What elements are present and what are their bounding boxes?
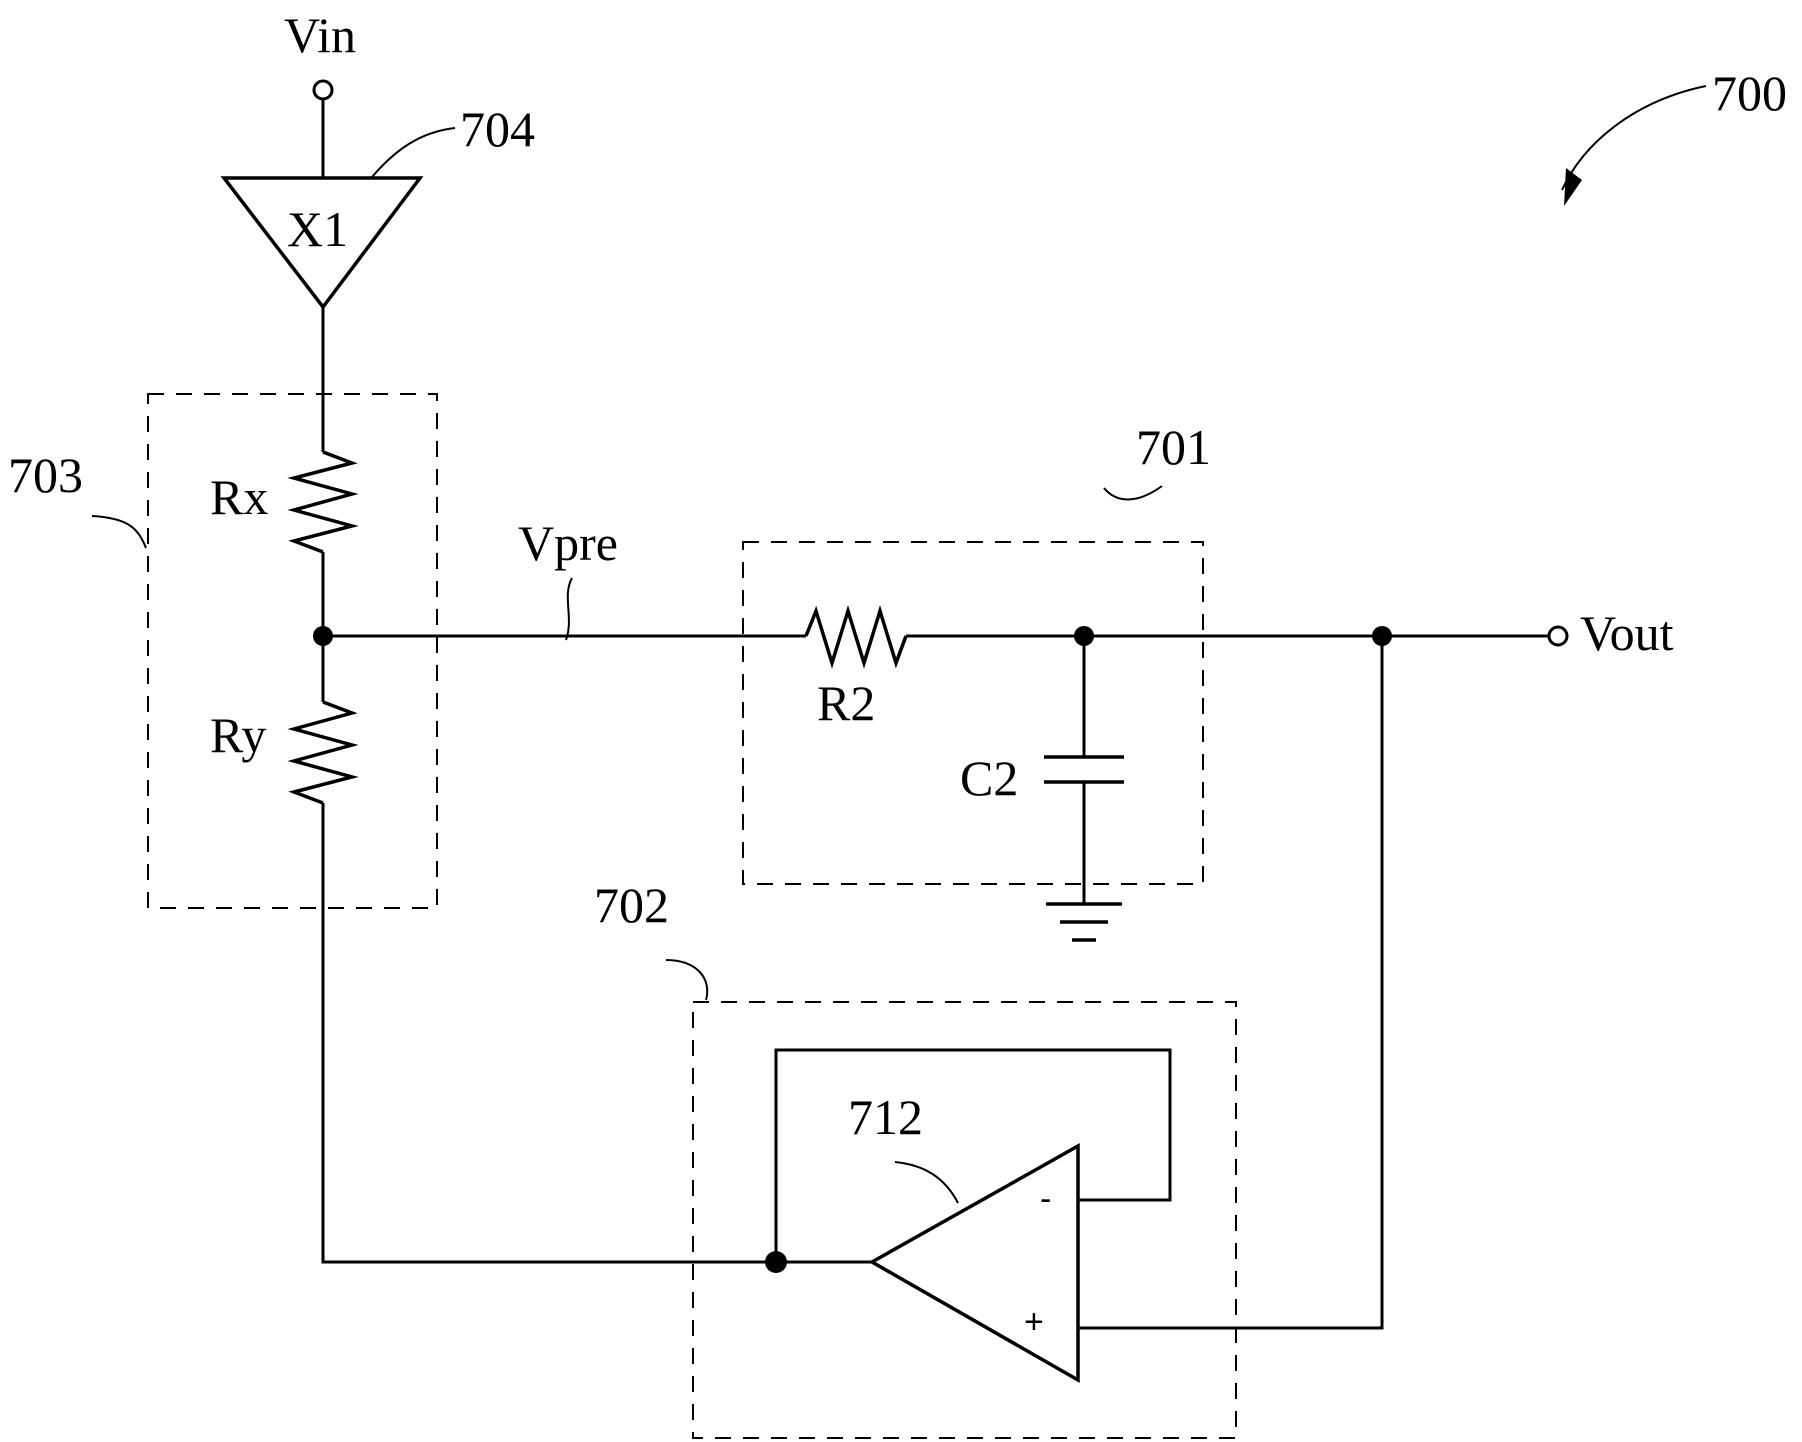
- divider-ref-number: 703: [8, 447, 83, 503]
- vin-label: Vin: [284, 7, 356, 63]
- vin-terminal: [314, 81, 332, 99]
- ry-to-follower-wire: [323, 803, 776, 1262]
- resistor-rx-label: Rx: [210, 469, 268, 525]
- filter-ref-leader: [1104, 486, 1162, 499]
- divider-ref-leader: [92, 516, 146, 548]
- resistor-ry: [294, 702, 352, 803]
- divider-enclosure: [148, 394, 437, 908]
- resistor-rx: [294, 452, 352, 552]
- resistor-r2-label: R2: [817, 675, 875, 731]
- follower-ref-number: 702: [594, 877, 669, 933]
- figure-ref-arrowhead: [1564, 168, 1582, 206]
- vpre-leader: [566, 578, 572, 640]
- buffer-x1-label: X1: [287, 201, 348, 257]
- follower-node: [765, 1251, 787, 1273]
- follower-ref-leader: [666, 960, 707, 1000]
- follower-enclosure: [693, 1002, 1236, 1438]
- vout-feedback-wire: [1078, 636, 1382, 1328]
- figure-ref-number: 700: [1712, 65, 1787, 121]
- buffer-ref-number: 704: [460, 101, 535, 157]
- figure-ref-arrow-shaft: [1562, 86, 1706, 190]
- filter-enclosure: [743, 542, 1203, 884]
- opamp-ref-leader: [895, 1162, 958, 1203]
- opamp-feedback-loop: [776, 1050, 1170, 1262]
- resistor-ry-label: Ry: [210, 707, 266, 763]
- vout-label: Vout: [1580, 605, 1674, 661]
- buffer-ref-leader: [372, 128, 455, 177]
- vout-terminal: [1549, 627, 1567, 645]
- opamp-ref-number: 712: [848, 1089, 923, 1145]
- opamp-minus-sign: -: [1040, 1180, 1051, 1218]
- opamp-plus-sign: +: [1024, 1303, 1044, 1341]
- vpre-label: Vpre: [518, 515, 618, 571]
- capacitor-c2-label: C2: [960, 750, 1018, 806]
- resistor-r2: [806, 611, 906, 663]
- filter-ref-number: 701: [1136, 419, 1211, 475]
